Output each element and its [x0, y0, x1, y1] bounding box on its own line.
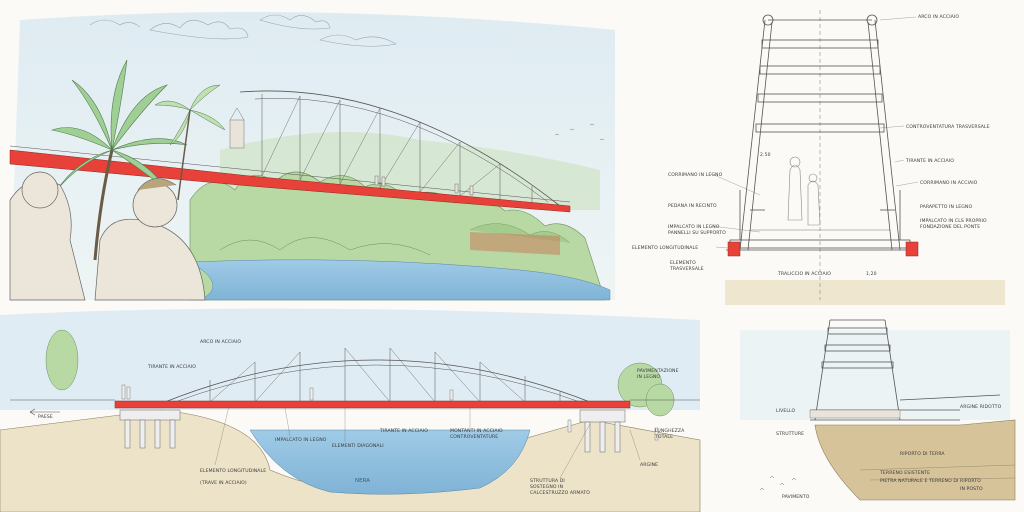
- elevation-figures: [121, 384, 659, 441]
- label-elemento-long: ELEMENTO LONGITUDINALE: [632, 245, 698, 251]
- label-controventi: CONTROVENTATURE: [450, 434, 498, 440]
- label-corrimano-acciaio: CORRIMANO IN ACCIAIO: [920, 180, 978, 186]
- label-cordolo: IMPALCATO IN CLS PROPRIO: [920, 218, 987, 224]
- label-diagonali: ELEMENTI DIAGONALI: [332, 443, 384, 449]
- label-argine: ARGINE: [640, 462, 658, 468]
- label-traliccio: TRALICCIO IN ACCIAIO: [777, 271, 831, 277]
- elevation-water: [249, 429, 531, 495]
- label-montanti: MONTANTI IN ACCIAIO: [450, 428, 503, 434]
- label-tirante-elev: TIRANTE IN ACCIAIO: [147, 364, 196, 370]
- label-pavimentazione-2: IN LEGNO: [637, 374, 660, 380]
- perspective-deck: [9, 149, 571, 213]
- label-elemento-trasv-2: TRASVERSALE: [669, 266, 704, 272]
- label-pavimentazione: PAVIMENTAZIONE: [637, 368, 679, 374]
- elevation-piers: [119, 409, 626, 453]
- elevation-arch: [164, 347, 591, 403]
- label-strutture: STRUTTURE: [776, 431, 804, 437]
- label-lunghezza-2: TOTALE: [654, 434, 673, 440]
- elevation-deck: [114, 400, 631, 409]
- label-esistente-note: (TRAVE IN ACCIAIO): [200, 480, 247, 486]
- detail-embankment: [814, 419, 1016, 501]
- label-pavimento: PAVIMENTO: [782, 494, 810, 500]
- riverbank-earth: [470, 232, 560, 255]
- label-tirante-acc: TIRANTE IN ACCIAIO: [379, 428, 428, 434]
- label-arco: ARCO IN ACCIAIO: [200, 339, 241, 345]
- label-riporto: RIPORTO DI TERRA: [900, 451, 945, 457]
- deck-figures: [374, 175, 474, 196]
- label-controventatura: CONTROVENTATURA TRASVERSALE: [906, 124, 990, 130]
- label-lunghezza: LUNGHEZZA: [655, 428, 685, 434]
- label-pedana: PEDANA IN RECINTO: [668, 203, 717, 209]
- section-beam-right: [905, 241, 919, 257]
- cross-section-view: ARCO IN ACCIAIO CONTROVENTATURA TRASVERS…: [632, 10, 1005, 305]
- perspective-view: [9, 12, 615, 301]
- clouds: [89, 14, 397, 47]
- foreground-people: [9, 171, 206, 301]
- elevation-view: ARCO IN ACCIAIO TIRANTE IN ACCIAIO PAESE…: [0, 308, 701, 512]
- label-corrimano: CORRIMANO IN LEGNO: [668, 172, 723, 178]
- section-beam-left: [727, 241, 741, 257]
- label-quota: 1,20: [866, 271, 877, 277]
- arrow-icon: [29, 408, 60, 416]
- section-figures: [787, 156, 821, 226]
- detail-frame: [810, 319, 1001, 421]
- label-arco-acciaio: ARCO IN ACCIAIO: [918, 14, 959, 20]
- label-impalcato: IMPALCATO IN LEGNO: [668, 224, 720, 230]
- label-fiume: NERA: [355, 478, 370, 484]
- section-ground: [725, 280, 1005, 305]
- label-sostegno-3: CALCESTRUZZO ARMATO: [530, 490, 590, 496]
- bird-icon: [554, 123, 605, 141]
- perspective-bridge: [239, 90, 561, 207]
- label-terreno-2: PIETRA NATURALE E TERRENO DI RIPORTO: [880, 478, 981, 484]
- label-esistente: ELEMENTO LONGITUDINALE: [200, 468, 266, 474]
- label-sostegno-1: STRUTTURA DI: [530, 478, 565, 484]
- label-impalcato-elev: IMPALCATO IN LEGNO: [275, 437, 327, 443]
- bird-icon: [759, 475, 797, 491]
- label-impalcato-note: PANNELLI SU SUPPORTO: [668, 230, 726, 236]
- label-tirante: TIRANTE IN ACCIAIO: [905, 158, 954, 164]
- label-livello: LIVELLO: [776, 408, 796, 414]
- elevation-sky: [0, 308, 700, 410]
- label-cordolo-note: FONDAZIONE DEL PONTE: [920, 224, 980, 230]
- label-paese: PAESE: [38, 414, 53, 420]
- label-argine-ridotto: ARGINE RIDOTTO: [960, 404, 1002, 410]
- palm-tree: [50, 59, 226, 261]
- detail-section-view: LIVELLO STRUTTURE ARGINE RIDOTTO RIPORTO…: [740, 319, 1016, 501]
- label-terreno: TERRENO ESISTENTE: [879, 470, 930, 476]
- label-elemento-trasv-1: ELEMENTO: [670, 260, 696, 266]
- label-sostegno-2: SOSTEGNO IN: [530, 484, 563, 490]
- church-tower: [229, 119, 245, 149]
- elevation-trees: [45, 329, 675, 417]
- label-misura: 2.50: [760, 152, 771, 158]
- label-parapetto: PARAPETTO IN LEGNO: [920, 204, 972, 210]
- section-frame: [726, 10, 914, 300]
- perspective-river: [189, 259, 611, 301]
- label-terreno-3: IN POSTO: [960, 486, 983, 492]
- detail-deck: [809, 409, 901, 419]
